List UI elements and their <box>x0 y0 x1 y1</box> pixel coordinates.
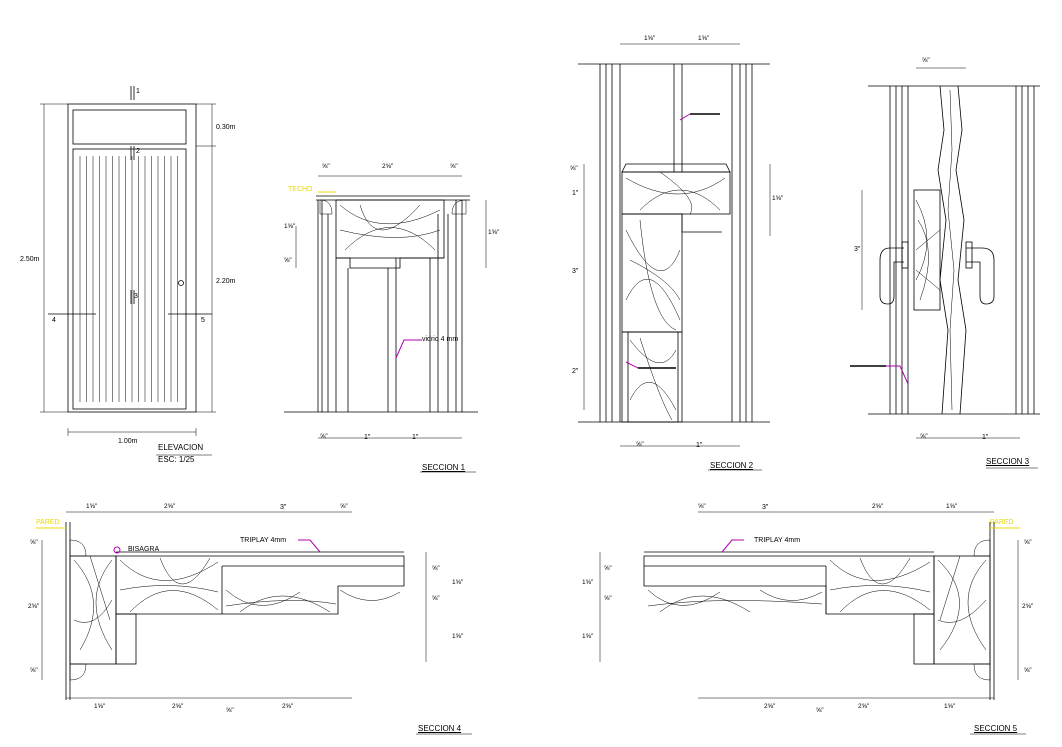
seccion-1-title: SECCION 1 <box>422 463 466 472</box>
s5-dim-left-3: ⅝" <box>604 595 612 602</box>
s3-dim-bot-small: ⅝" <box>920 433 928 440</box>
s4-dim-bot-2: 2⅝" <box>172 703 184 710</box>
s1-dim-bot-small: ⅝" <box>320 433 328 440</box>
door-leaf <box>72 148 187 410</box>
seccion-4-title: SECCION 4 <box>418 724 462 733</box>
s5-dim-bot-2: 2⅝" <box>858 703 870 710</box>
s4-dim-bot-small: ⅝" <box>226 707 234 714</box>
bisagra-label: BISAGRA <box>128 546 160 553</box>
s5-dim-top-3: 2⅝" <box>872 503 884 510</box>
s5-dim-bot-small: ⅝" <box>816 707 824 714</box>
s5-dim-right-1: ⅝" <box>1024 539 1032 546</box>
transom-panel <box>72 109 187 145</box>
seccion-5-view <box>599 511 1026 735</box>
s5-dim-right-3: ⅝" <box>1024 667 1032 674</box>
s4-triplay-label: TRIPLAY 4mm <box>240 537 287 544</box>
s2-dim-left-2: 1" <box>572 190 579 197</box>
s2-dim-bot-small: ⅝" <box>636 441 644 448</box>
door-frame-outer <box>67 103 197 413</box>
s5-dim-left-2: 1⅝" <box>582 579 594 586</box>
s1-dim-bot-1: 1" <box>364 434 371 441</box>
s5-dim-bot-3: 1⅝" <box>944 703 956 710</box>
s4-dim-top-3: 3" <box>280 504 287 511</box>
s1-dim-left-1: 1⅝" <box>284 223 296 230</box>
s5-dim-top-4: 1⅝" <box>946 503 958 510</box>
s2-dim-right: 1⅝" <box>772 195 784 202</box>
s1-dim-top-right: ⅝" <box>450 163 458 170</box>
s4-dim-top-2: 2⅝" <box>164 503 176 510</box>
dim-door-height: 2.20m <box>216 278 236 285</box>
dim-total-height: 2.50m <box>20 256 40 263</box>
s3-dim-bot: 1" <box>982 434 989 441</box>
s2-dim-top-2: 1⅝" <box>698 35 710 42</box>
s5-dim-top-2: 3" <box>762 504 769 511</box>
cut-mark-1: 1 <box>136 88 140 95</box>
s4-dim-right-1: ⅝" <box>432 565 440 572</box>
seccion-1-view <box>284 175 487 473</box>
seccion-4-view <box>36 511 472 735</box>
s4-dim-right-4: 1⅝" <box>452 633 464 640</box>
s4-dim-right-3: ⅝" <box>432 595 440 602</box>
techo-label: TECHO <box>288 186 313 193</box>
s3-dim-left: 3" <box>854 246 861 253</box>
cut-mark-2: 2 <box>136 148 140 155</box>
s4-dim-top-1: 1⅝" <box>86 503 98 510</box>
seccion-2-title: SECCION 2 <box>710 461 754 470</box>
s4-dim-bot-1: 1⅝" <box>94 703 106 710</box>
seccion-3-title: SECCION 3 <box>986 457 1030 466</box>
s3-dim-top: ⅝" <box>922 57 930 64</box>
s4-dim-top-4: ⅝" <box>340 503 348 510</box>
elevation-title: ELEVACION <box>158 443 204 452</box>
s1-dim-top-mid: 2⅝" <box>382 163 394 170</box>
s2-dim-left-3: 3" <box>572 268 579 275</box>
s2-dim-left-4: 2" <box>572 368 579 375</box>
cut-mark-3: 3 <box>134 293 138 300</box>
cut-mark-5: 5 <box>201 317 205 324</box>
s2-dim-left-1: ⅝" <box>570 165 578 172</box>
elevation-view <box>40 86 216 456</box>
seccion-3-view <box>850 67 1040 469</box>
s4-dim-left-2: 2⅝" <box>28 603 40 610</box>
dim-door-width: 1.00m <box>118 438 138 445</box>
s1-dim-top-left: ⅝" <box>322 163 330 170</box>
s1-dim-right: 1⅝" <box>488 229 500 236</box>
elevation-scale: ESC: 1/25 <box>158 455 195 464</box>
s1-dim-bot-2: 1" <box>412 434 419 441</box>
seccion-2-view <box>578 43 771 471</box>
dim-transom-height: 0.30m <box>216 124 236 131</box>
s1-dim-left-2: ⅝" <box>284 257 292 264</box>
s5-dim-bot-1: 2⅝" <box>764 703 776 710</box>
s4-dim-left-3: ⅝" <box>30 667 38 674</box>
vidrio-label: vidrio 4 mm <box>422 336 459 343</box>
door-slats <box>79 156 178 402</box>
seccion-5-title: SECCION 5 <box>974 724 1018 733</box>
s4-dim-right-2: 1⅝" <box>452 579 464 586</box>
cut-mark-4: 4 <box>52 317 56 324</box>
s4-pared-label: PARED <box>36 519 60 526</box>
s5-pared-label: PARED <box>990 519 1014 526</box>
s5-dim-left-1: ⅝" <box>604 565 612 572</box>
s4-dim-left-1: ⅝" <box>30 539 38 546</box>
s2-dim-bot: 1" <box>696 442 703 449</box>
s5-dim-left-4: 1⅝" <box>582 633 594 640</box>
s5-dim-top-1: ⅝" <box>698 503 706 510</box>
s4-dim-bot-3: 2⅝" <box>282 703 294 710</box>
s5-triplay-label: TRIPLAY 4mm <box>754 537 801 544</box>
s2-dim-top-1: 1⅝" <box>644 35 656 42</box>
s5-dim-right-2: 2⅝" <box>1022 603 1034 610</box>
